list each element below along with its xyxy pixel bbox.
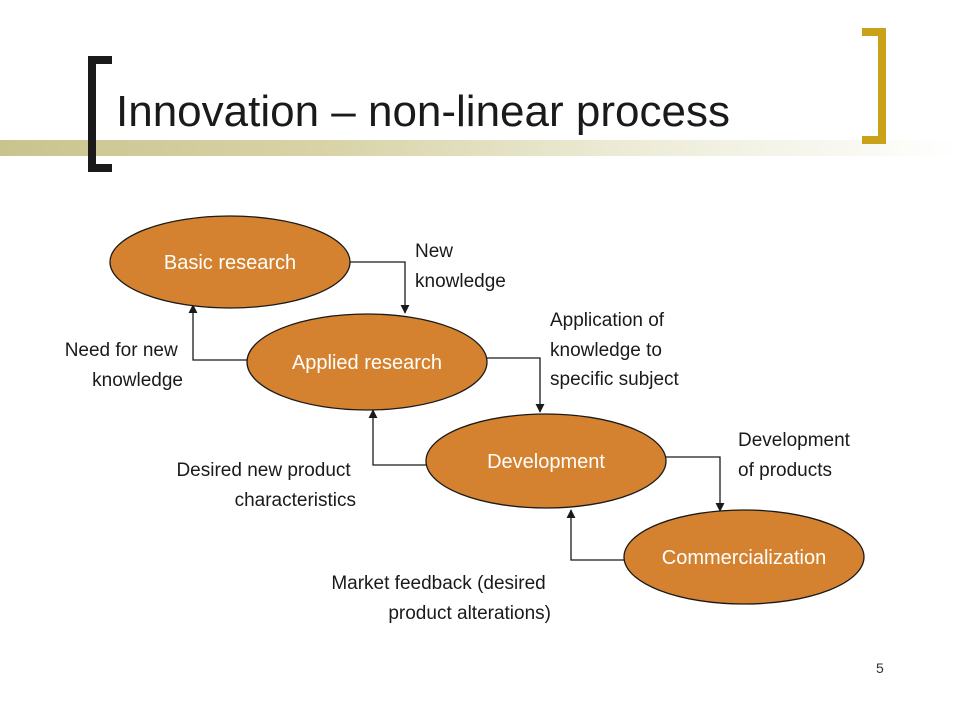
title-underline-band	[0, 140, 960, 156]
annotation-line: characteristics	[235, 490, 356, 511]
node-label-applied-research: Applied research	[292, 352, 442, 374]
annotation-line: Application of	[550, 310, 665, 331]
annotation-desired-characteristics: Desired new product characteristics	[176, 460, 356, 511]
node-label-basic-research: Basic research	[164, 252, 296, 274]
annotation-line: Need for new	[65, 340, 178, 361]
annotation-line: knowledge	[415, 271, 506, 292]
node-shape	[109, 215, 351, 309]
annotation-market-feedback: Market feedback (desired product alterat…	[331, 573, 551, 624]
annotation-application-of-knowledge: Application of knowledge to specific sub…	[550, 310, 680, 390]
node-shape	[425, 413, 667, 509]
node-commercialization: Commercialization	[623, 509, 865, 605]
annotation-development-of-products: Development of products	[738, 430, 855, 481]
annotation-line: Development	[738, 430, 851, 451]
arrow-development-to-applied	[368, 409, 430, 466]
node-shape	[623, 509, 865, 605]
annotation-new-knowledge: New knowledge	[415, 241, 506, 292]
node-shape	[246, 313, 488, 411]
annotation-line: knowledge	[92, 370, 183, 391]
annotation-line: product alterations)	[388, 603, 551, 624]
annotation-need-for-new-knowledge: Need for new knowledge	[65, 340, 183, 391]
page-number: 5	[876, 660, 884, 676]
arrow-commercialization-to-development	[566, 509, 626, 561]
left-bracket-decoration	[88, 56, 112, 172]
arrow-applied-to-development	[470, 357, 545, 413]
node-basic-research: Basic research	[109, 215, 351, 309]
annotation-line: knowledge to	[550, 340, 662, 361]
annotation-line: Desired new product	[176, 460, 351, 481]
node-label-development: Development	[487, 451, 605, 473]
node-label-commercialization: Commercialization	[662, 547, 827, 569]
slide-title: Innovation – non-linear process	[116, 87, 730, 136]
right-bracket-decoration	[862, 28, 886, 144]
annotation-line: Market feedback (desired	[331, 573, 545, 594]
annotation-line: specific subject	[550, 369, 680, 390]
annotation-line: of products	[738, 460, 832, 481]
annotation-line: New	[415, 241, 453, 262]
arrow-basic-to-applied	[349, 261, 410, 314]
node-applied-research: Applied research	[246, 313, 488, 411]
connectors	[188, 261, 725, 561]
node-development: Development	[425, 413, 667, 509]
arrow-development-to-commercialization	[666, 456, 725, 512]
